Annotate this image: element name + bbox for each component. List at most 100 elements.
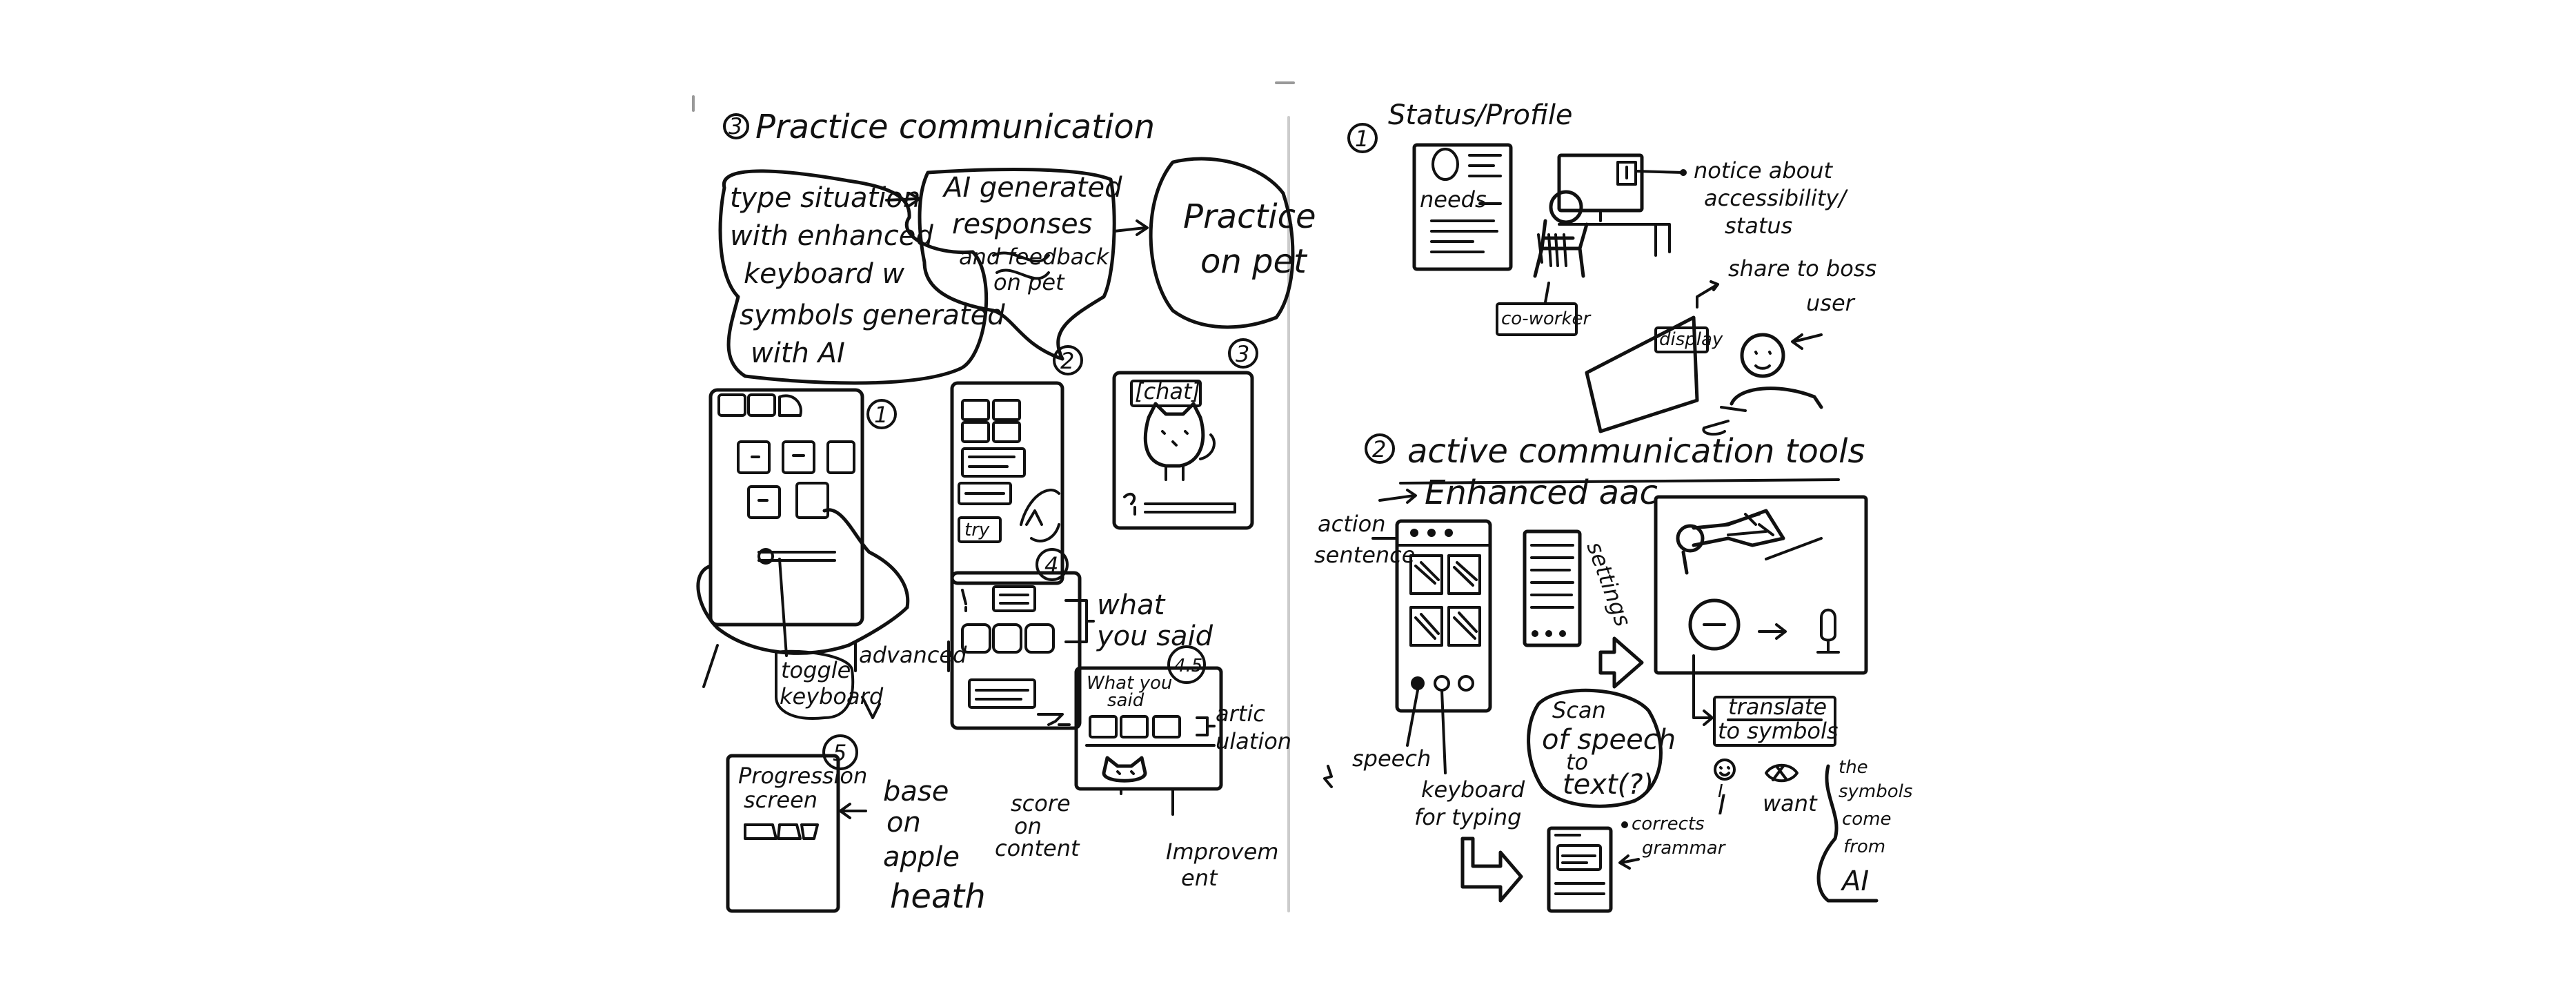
section-practice-communication: 3 Practice communication xyxy=(723,108,1155,146)
page-separator xyxy=(692,81,1295,912)
toggle-line1: toggle xyxy=(781,657,851,683)
keyboard-typing-line1: keyboard xyxy=(1421,776,1525,803)
settings-label: settings xyxy=(1581,538,1636,630)
translate-line1: translate xyxy=(1728,694,1827,720)
bubble-practice-line1: Practice xyxy=(1183,197,1316,236)
bubble-type-situation: type situation with enhanced keyboard w … xyxy=(718,169,1005,385)
screen2-try: try xyxy=(964,520,990,540)
score-line3: content xyxy=(995,835,1080,861)
symbols-ai-line2: symbols xyxy=(1839,781,1912,802)
bubble-practice-on-pet: Practice on pet xyxy=(1149,157,1316,329)
what-you-said-line2: you said xyxy=(1096,620,1213,652)
enhanced-aac-title: Enhanced aac xyxy=(1425,473,1658,512)
section-active-communication: 2 active communication tools xyxy=(1365,432,1865,485)
progression-line1: Progression xyxy=(738,763,867,789)
screen4-number: 4 xyxy=(1044,552,1058,578)
score-line1: score xyxy=(1011,790,1071,816)
base-line4: heath xyxy=(890,877,986,916)
user-label: user xyxy=(1806,290,1856,316)
scan-line3: to xyxy=(1566,749,1588,775)
section-status-profile: 1 Status/Profile xyxy=(1347,99,1573,153)
tools-title: active communication tools xyxy=(1407,432,1865,471)
bubble-ai-line2: responses xyxy=(952,208,1092,240)
grammar-screen: corrects grammar xyxy=(1547,814,1727,913)
coworker-label: co-worker xyxy=(1501,309,1592,329)
bubble-type-line4: symbols generated xyxy=(740,300,1005,331)
scan-line1: Scan xyxy=(1552,697,1606,723)
bubble-type-line1: type situation xyxy=(730,182,920,214)
notice-line3: status xyxy=(1725,213,1792,239)
improvement-line2: ent xyxy=(1181,865,1218,891)
screen45-number: 4.5 xyxy=(1174,656,1202,676)
base-line2: on xyxy=(886,807,921,839)
notice-line2: accessibility/ xyxy=(1704,185,1848,211)
screen45-header-line2: said xyxy=(1107,690,1145,711)
share-to-boss: share to boss xyxy=(1728,255,1876,282)
progression-line2: screen xyxy=(744,787,818,813)
bubble-type-line5: with AI xyxy=(751,337,845,369)
grammar-line1: corrects xyxy=(1632,814,1705,834)
screen3-number: 3 xyxy=(1236,341,1249,367)
screen3-pet-chat: 3 [chat] xyxy=(1112,338,1258,530)
arrow-to-ai-bubble xyxy=(885,197,919,202)
action-sentence-line1: action xyxy=(1318,511,1386,537)
arrow-to-practice xyxy=(1113,226,1147,233)
grammar-line2: grammar xyxy=(1642,838,1727,859)
share-to-boss-scene: share to boss display user xyxy=(1585,255,1876,436)
screen1-phone-in-hand: 1 xyxy=(696,388,910,688)
section-number: 3 xyxy=(729,113,742,139)
section-title: Practice communication xyxy=(755,108,1155,146)
keyboard-typing-line2: for typing xyxy=(1414,804,1521,830)
scribble-crossout xyxy=(992,251,1050,280)
bubble-ai-line4: on pet xyxy=(993,269,1065,295)
bubble-ai-line3: and feedback xyxy=(959,244,1110,270)
section-number-circle xyxy=(723,113,749,139)
notice-line1: notice about xyxy=(1694,157,1834,184)
bubble-ai-responses: AI generated responses and feedback on p… xyxy=(918,168,1149,361)
bubble-type-line3: keyboard w xyxy=(744,258,904,290)
profile-card: needs xyxy=(1412,143,1513,271)
scan-speech-bubble: Scan of speech to text(?) xyxy=(1527,636,1676,808)
bubble-practice-line2: on pet xyxy=(1200,242,1308,281)
screen4-what-you-said: 4 what you said xyxy=(950,548,1213,730)
improvement-line1: Improvem xyxy=(1166,839,1278,865)
i-want-symbols: I I want the symbols come from AI xyxy=(1714,757,1912,903)
settings-screen: settings xyxy=(1523,529,1636,647)
status-title: Status/Profile xyxy=(1388,99,1573,131)
symbols-ai-line4: from xyxy=(1843,836,1885,857)
status-display-label: display xyxy=(1659,329,1723,350)
screen2-ai-chat: 2 try xyxy=(950,345,1083,585)
speech-label: speech xyxy=(1352,745,1431,772)
status-number: 1 xyxy=(1355,126,1369,152)
symbol-want: want xyxy=(1763,790,1818,816)
base-line1: base xyxy=(883,776,949,808)
bubble-type-line2: with enhanced xyxy=(730,220,933,252)
profile-needs: needs xyxy=(1420,186,1487,213)
score-line2: on xyxy=(1014,813,1042,839)
articulation-line2: ulation xyxy=(1216,728,1291,754)
screen45-feedback: 4.5 What you said artic ulation score on… xyxy=(995,645,1291,891)
coworker-scene: co-worker notice about accessibility/ st… xyxy=(1496,153,1848,336)
screen5-progression: 5 Progression screen base on apple heath xyxy=(726,734,986,916)
tools-number: 2 xyxy=(1372,436,1386,462)
screen2-number: 2 xyxy=(1060,348,1074,374)
symbol-i: I xyxy=(1718,790,1726,821)
symbols-ai-line1: the xyxy=(1839,757,1868,778)
enhanced-aac-screen: Enhanced aac action sentence speech keyb… xyxy=(1314,473,1658,903)
screen45-header-line1: What you xyxy=(1087,673,1172,694)
articulation-line1: artic xyxy=(1216,701,1265,727)
translate-line2: to symbols xyxy=(1718,718,1839,744)
what-you-said-line1: what xyxy=(1097,589,1166,621)
symbols-ai-line5: AI xyxy=(1840,865,1869,897)
screen5-number: 5 xyxy=(833,740,846,766)
screen1-number: 1 xyxy=(874,402,888,428)
screen3-chat: [chat] xyxy=(1135,378,1200,404)
scan-line2: of speech xyxy=(1542,724,1676,756)
bubble-ai-line1: AI generated xyxy=(942,172,1122,204)
translate-symbols-panel: translate to symbols xyxy=(1654,495,1868,747)
base-line3: apple xyxy=(883,841,960,873)
symbols-ai-line3: come xyxy=(1842,809,1892,830)
symbol-i-small: I xyxy=(1718,781,1723,802)
scan-line4: text(?) xyxy=(1563,769,1654,801)
